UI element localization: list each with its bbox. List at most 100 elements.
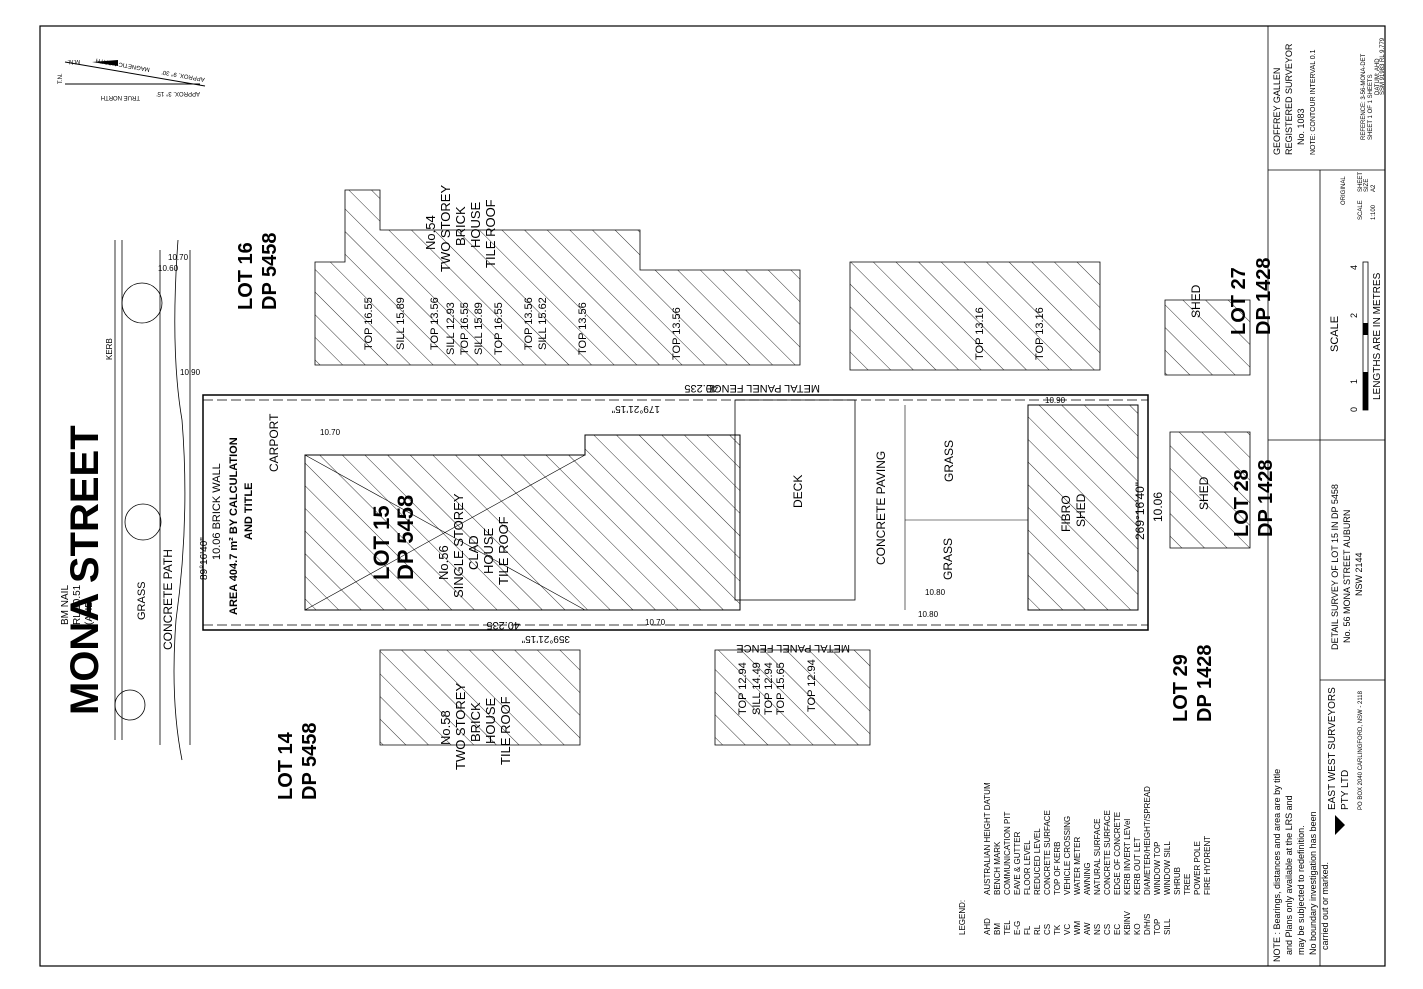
tn-label: T.N. bbox=[58, 73, 64, 84]
svg-text:10.90: 10.90 bbox=[1045, 396, 1066, 405]
lot16-dp: DP 5458 bbox=[259, 233, 281, 310]
svg-text:No boundary investigation has: No boundary investigation has been bbox=[1308, 811, 1318, 955]
bm-line-2: RL 10.51 bbox=[72, 584, 83, 625]
boundary-note: NOTE : Bearings, distances and area are … bbox=[1272, 769, 1330, 962]
lot27-label: LOT 27 bbox=[1228, 267, 1250, 335]
lot14-label: LOT 14 bbox=[275, 731, 297, 800]
svg-text:1:100: 1:100 bbox=[1371, 204, 1377, 220]
svg-text:No. 1083: No. 1083 bbox=[1296, 108, 1306, 145]
svg-text:TOP 16.55: TOP 16.55 bbox=[459, 302, 471, 355]
legend-code: CS bbox=[1043, 924, 1052, 935]
deck-outline bbox=[734, 399, 856, 601]
svg-text:SILL 15.62: SILL 15.62 bbox=[537, 297, 549, 350]
lot15-boundary bbox=[202, 394, 1149, 631]
dist-top: 40.235 bbox=[684, 382, 718, 394]
svg-text:SILL 15.89: SILL 15.89 bbox=[395, 297, 407, 350]
window-levels: TOP 16.55 SILL 15.89 TOP 13.56 SILL 12.9… bbox=[363, 297, 1046, 715]
approx-true-label: APPROX. 3° 15' bbox=[156, 90, 200, 96]
legend-desc: AUSTRALIAN HEIGHT DATUM bbox=[983, 782, 992, 895]
svg-text:4: 4 bbox=[1349, 265, 1359, 270]
shed-lot28-label: SHED bbox=[1197, 476, 1211, 510]
svg-text:SIZE: SIZE bbox=[1364, 179, 1370, 192]
legend-desc: COMMUNICATION PIT bbox=[1003, 811, 1012, 895]
lot28-label: LOT 28 bbox=[1231, 469, 1253, 537]
grass-label-street: GRASS bbox=[136, 581, 148, 620]
deck-label: DECK bbox=[791, 475, 805, 508]
svg-text:carried out or marked.: carried out or marked. bbox=[1320, 862, 1330, 950]
legend-desc: WINDOW TOP bbox=[1153, 842, 1162, 895]
svg-text:TOP 13.56: TOP 13.56 bbox=[429, 297, 441, 350]
legend-code: VC bbox=[1063, 924, 1072, 935]
area-line-1: AREA 404.7 m² BY CALCULATION bbox=[228, 437, 240, 615]
svg-text:NOTE : Bearings, distances and: NOTE : Bearings, distances and area are … bbox=[1272, 769, 1282, 962]
svg-text:No.58: No.58 bbox=[438, 710, 453, 745]
svg-text:TILE ROOF: TILE ROOF bbox=[496, 516, 511, 585]
svg-text:may be subjected to redefiniti: may be subjected to redefinition. bbox=[1296, 825, 1306, 955]
lot14-dp: DP 5458 bbox=[299, 723, 321, 800]
svg-text:No.54: No.54 bbox=[423, 215, 438, 250]
legend-desc: TOP OF KERB bbox=[1053, 842, 1062, 896]
svg-text:LENGTHS ARE IN METRES: LENGTHS ARE IN METRES bbox=[1372, 272, 1383, 400]
legend-desc: AWNING bbox=[1083, 862, 1092, 895]
legend-code: TOP bbox=[1153, 919, 1162, 935]
svg-text:No.56: No.56 bbox=[436, 545, 451, 580]
legend-code: BM bbox=[993, 923, 1002, 935]
legend-code: AHD bbox=[983, 918, 992, 935]
legend-code: TEL bbox=[1003, 920, 1012, 935]
house-58b-footprint bbox=[714, 649, 871, 746]
legend-desc: FIRE HYDRENT bbox=[1203, 836, 1212, 895]
svg-text:SHEET 1 OF 1 SHEETS: SHEET 1 OF 1 SHEETS bbox=[1368, 74, 1374, 140]
svg-text:GEOFFREY GALLEN: GEOFFREY GALLEN bbox=[1272, 68, 1282, 155]
legend: LEGEND: bbox=[958, 900, 967, 935]
legend-code: SILL bbox=[1163, 918, 1172, 935]
legend-code: TK bbox=[1053, 924, 1062, 935]
svg-text:10.80: 10.80 bbox=[918, 610, 939, 619]
svg-text:HOUSE: HOUSE bbox=[481, 527, 496, 574]
svg-text:TWO STOREY: TWO STOREY bbox=[438, 185, 453, 272]
svg-text:SSM 91983 RL 9.779: SSM 91983 RL 9.779 bbox=[1380, 37, 1386, 95]
lot15-dp: DP 5458 bbox=[393, 495, 418, 580]
svg-text:HOUSE: HOUSE bbox=[483, 697, 498, 744]
rear-brg: 269°16'40" bbox=[1133, 482, 1147, 540]
legend-items: AHD AUSTRALIAN HEIGHT DATUM BM BENCH MARK TE… bbox=[983, 782, 1212, 935]
svg-text:TOP 15.65: TOP 15.65 bbox=[775, 662, 787, 715]
legend-desc: EAVE & GUTTER bbox=[1013, 831, 1022, 895]
legend-desc: EDGE OF CONCRETE bbox=[1113, 812, 1122, 895]
svg-text:TOP 16.55: TOP 16.55 bbox=[493, 302, 505, 355]
legend-desc: CONCRETE SURFACE bbox=[1103, 810, 1112, 895]
grass-label-2: GRASS bbox=[941, 538, 955, 580]
legend-code: RL bbox=[1033, 924, 1042, 935]
firm-logo bbox=[1335, 815, 1345, 835]
front-brg: 89°16'40" bbox=[199, 537, 210, 580]
svg-text:No. 56 MONA STREET AUBURN: No. 56 MONA STREET AUBURN bbox=[1342, 510, 1352, 643]
svg-text:2: 2 bbox=[1349, 313, 1359, 318]
scale-bar: SCALE 0 1 2 4 LENGTHS ARE IN METRES bbox=[1329, 261, 1383, 412]
legend-desc: CONCRETE SURFACE bbox=[1043, 810, 1052, 895]
svg-text:A2: A2 bbox=[1371, 184, 1377, 192]
svg-text:EAST WEST SURVEYORS: EAST WEST SURVEYORS bbox=[1327, 687, 1338, 810]
house-58-text: No.58 TWO STOREY BRICK HOUSE TILE ROOF bbox=[438, 683, 513, 770]
svg-text:BRICK: BRICK bbox=[453, 206, 468, 246]
house-54-footprint bbox=[314, 189, 801, 366]
legend-desc: WATER METER bbox=[1073, 837, 1082, 895]
brg-top: 179°21'15" bbox=[611, 403, 660, 414]
fence-bot: METAL PANEL FENCE bbox=[736, 642, 850, 654]
lot28-dp: DP 1428 bbox=[1255, 460, 1277, 537]
svg-text:TOP 13.16: TOP 13.16 bbox=[1034, 307, 1046, 360]
grass-label-1: GRASS bbox=[942, 440, 956, 482]
lot15-label: LOT 15 bbox=[369, 505, 394, 580]
svg-text:10.80: 10.80 bbox=[925, 588, 946, 597]
svg-text:SILL 14.49: SILL 14.49 bbox=[751, 662, 763, 715]
svg-text:NSW 2144: NSW 2144 bbox=[1354, 552, 1364, 596]
lot27-shed bbox=[1164, 299, 1251, 376]
house-56-text: No.56 SINGLE STOREY CLAD HOUSE TILE ROOF bbox=[436, 493, 511, 598]
legend-code: D/H/S bbox=[1143, 914, 1152, 935]
house-54-text: No.54 TWO STOREY BRICK HOUSE TILE ROOF bbox=[423, 185, 498, 272]
svg-text:SCALE: SCALE bbox=[1358, 200, 1364, 220]
shed-lot27-label: SHED bbox=[1189, 284, 1203, 318]
brg-bot: 359°21'15" bbox=[521, 633, 570, 644]
legend-desc: BENCH MARK bbox=[993, 841, 1002, 895]
lot29-label: LOT 29 bbox=[1170, 654, 1192, 722]
legend-code: EC bbox=[1113, 924, 1122, 935]
